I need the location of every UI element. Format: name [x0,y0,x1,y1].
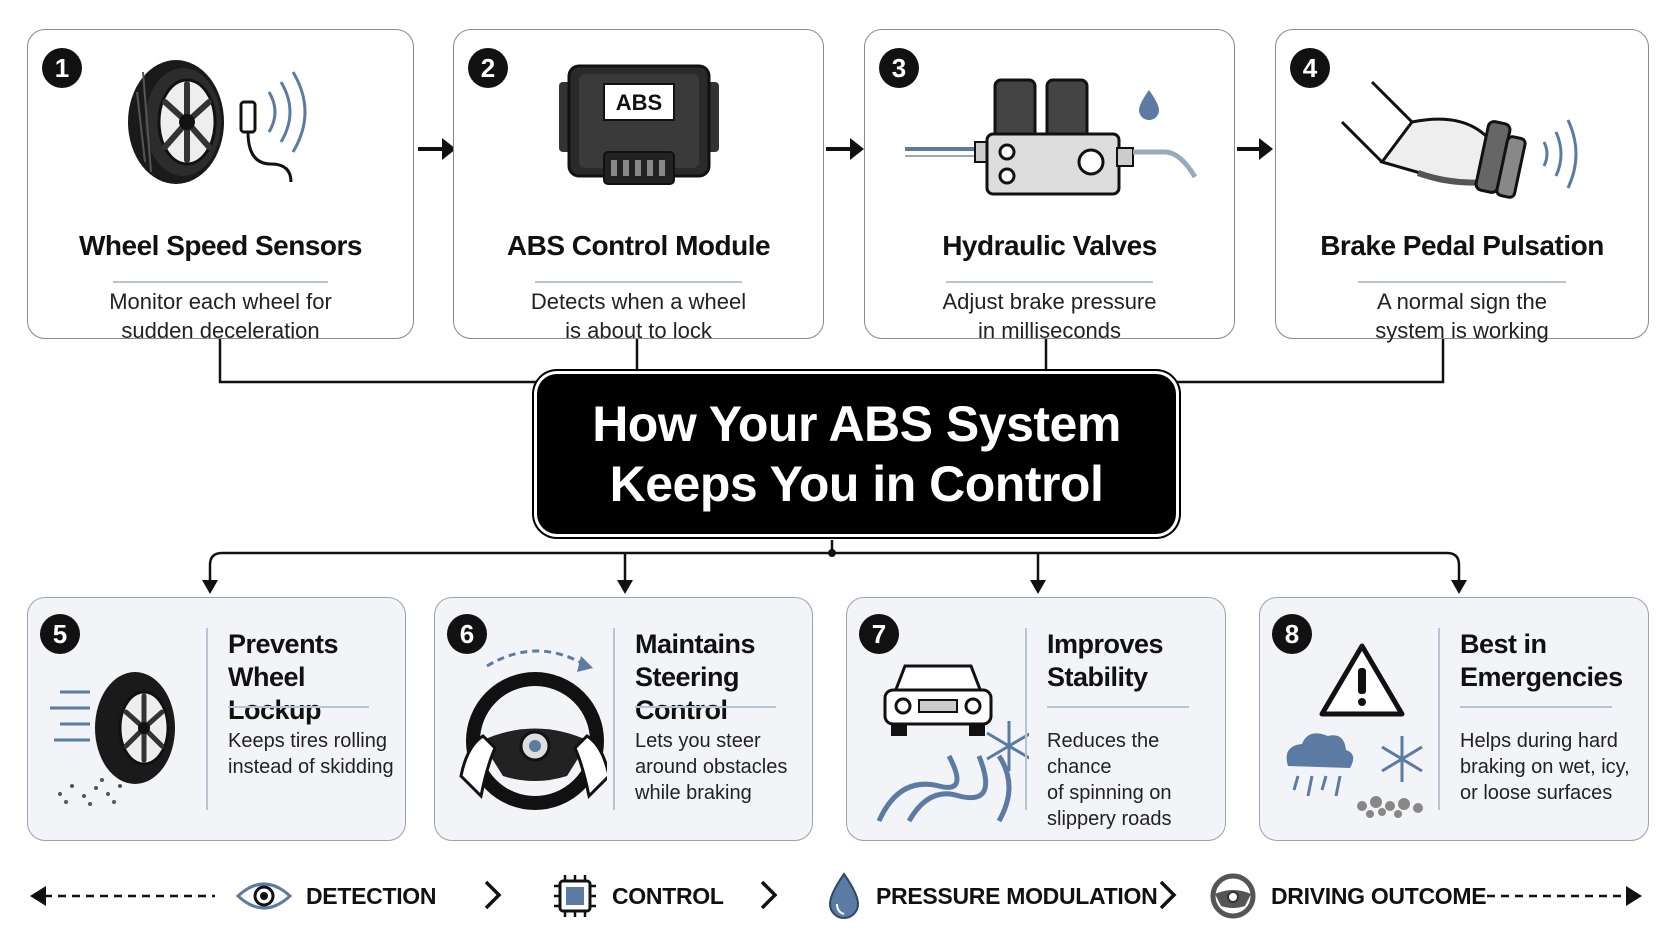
step-card-wheel-speed-sensors: 1 Wheel Speed Sensors Monitor each wheel… [27,29,414,343]
brake-pedal-icon [1322,52,1602,207]
title-divider [535,281,742,283]
step-description: Detects when a wheel is about to lock [530,289,747,343]
chevron-right-icon [484,880,502,910]
step-description: Adjust brake pressure in milliseconds [942,289,1157,343]
step-card-brake-pedal-pulsation: 4 Brake Pedal Pulsation A normal sign th… [1275,29,1649,343]
benefit-title: Improves Stability [1047,629,1164,692]
car-road-icon [859,636,1032,831]
card-divider [613,628,615,810]
step-badge: 4 [1290,48,1330,88]
step-arrow-3-4 [1237,138,1273,160]
benefit-description: Lets you steer around obstacles while br… [635,730,788,804]
center-title-box: How Your ABS System Keeps You in Control [537,374,1176,534]
benefit-badge: 8 [1272,614,1312,654]
steering-hands-icon [447,636,611,821]
benefit-description: Helps during hard braking on wet, icy, o… [1460,730,1630,804]
legend-label: CONTROL [612,882,724,909]
title-divider [635,706,776,708]
step-arrow-2-3 [826,138,864,160]
benefit-badge: 5 [40,614,80,654]
step-description: Monitor each wheel for sudden decelerati… [109,289,332,343]
benefit-badge: 6 [447,614,487,654]
legend-label: DRIVING OUTCOME [1271,882,1487,909]
step-arrow-1-2 [418,138,456,160]
step-title: ABS Control Module [506,230,771,261]
legend-bar: DETECTION CONTROL PRESSURE MODULATION DR… [0,868,1672,924]
title-divider [946,281,1153,283]
benefit-card-maintains-steering-control: 6 Maintains Steering Control Lets you st… [434,597,813,841]
skidding-tire-icon [40,636,200,821]
benefit-card-improves-stability: 7 Improves Stability Reduces the chance … [846,597,1226,841]
step-badge: 2 [468,48,508,88]
chevron-right-icon [1159,880,1177,910]
benefit-title: Best in Emergencies [1460,629,1623,692]
title-divider [228,706,369,708]
benefit-description: Reduces the chance of spinning on slippe… [1047,730,1172,830]
abs-module-icon: ABS [549,52,729,207]
benefit-card-best-in-emergencies: 8 Best in Emergencies Helps during hard … [1259,597,1649,841]
module-label: ABS [615,90,661,115]
benefit-description: Keeps tires rolling instead of skidding [228,730,394,778]
chevron-right-icon [760,880,778,910]
benefit-title: Prevents Wheel Lockup [228,629,339,725]
title-divider [112,281,329,283]
legend-right-arrow [1487,886,1642,906]
steering-wheel-icon [1210,873,1256,919]
main-title: How Your ABS System Keeps You in Control [592,396,1121,512]
step-description: A normal sign the system is working [1375,289,1549,343]
benefit-badge: 7 [859,614,899,654]
legend-label: DETECTION [306,882,437,909]
legend-left-arrow [30,886,215,906]
legend-pressure-modulation: PRESSURE MODULATION [826,868,1158,924]
step-title: Hydraulic Valves [942,230,1157,261]
step-card-hydraulic-valves: 3 Hydraulic Valves Adjust brake pressure… [864,29,1235,343]
legend-label: PRESSURE MODULATION [876,882,1158,909]
bottom-branch [208,540,1461,585]
chip-icon [554,875,596,917]
title-divider [1460,706,1612,708]
step-card-abs-control-module: 2 ABS ABS Control Module Detects when a … [453,29,824,343]
card-divider [1025,628,1027,810]
tire-sensor-icon [121,52,321,207]
legend-driving-outcome: DRIVING OUTCOME [1209,868,1487,924]
eye-icon [236,882,292,910]
title-divider [1357,281,1567,283]
card-divider [206,628,208,810]
benefit-card-prevents-wheel-lockup: 5 Prevents Wheel Lockup Keeps tires roll… [27,597,406,841]
legend-control: CONTROL [552,868,724,924]
legend-detection: DETECTION [236,868,437,924]
step-badge: 1 [42,48,82,88]
step-title: Wheel Speed Sensors [78,230,363,261]
step-badge: 3 [879,48,919,88]
top-bracket [218,339,1445,384]
title-divider [1047,706,1189,708]
benefit-title: Maintains Steering Control [635,629,756,725]
warning-weather-icon [1272,636,1442,831]
hydraulic-valve-icon [895,52,1205,207]
step-title: Brake Pedal Pulsation [1320,230,1604,261]
card-divider [1438,628,1440,810]
water-drop-icon [828,872,860,919]
